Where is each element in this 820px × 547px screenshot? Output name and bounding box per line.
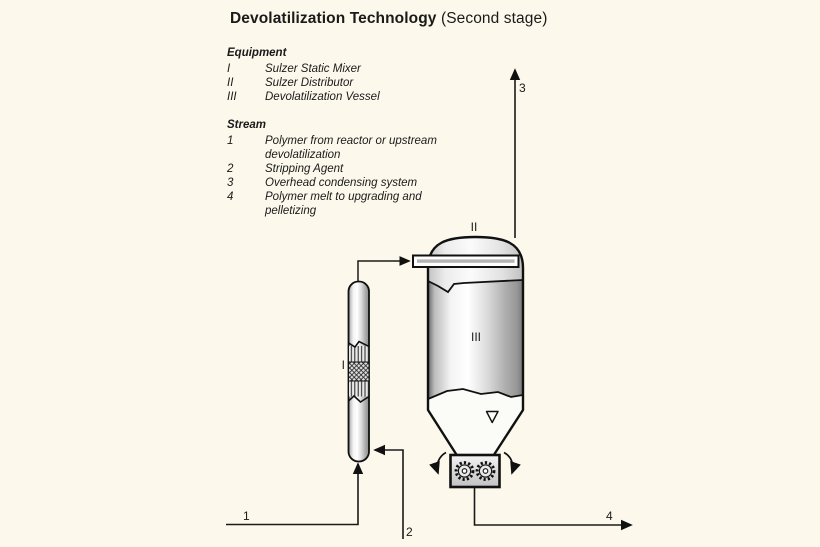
packing-vertical-top xyxy=(349,346,369,362)
equipment-label: Sulzer Static Mixer xyxy=(265,63,361,75)
equipment-label: Devolatilization Vessel xyxy=(265,91,380,103)
packing-top-edge xyxy=(349,340,369,349)
devolatilization-vessel: III II xyxy=(426,220,525,457)
stream-code: 3 xyxy=(227,177,234,189)
stream-code: 4 xyxy=(227,191,234,203)
stream-legend: Stream 1 Polymer from reactor or upstrea… xyxy=(227,118,461,218)
legend-row-stream-1: 1 Polymer from reactor or upstream devol… xyxy=(227,134,461,162)
title-suffix: (Second stage) xyxy=(436,10,548,27)
stream-1-feed-line: 1 xyxy=(226,462,364,526)
stream-code: 1 xyxy=(227,135,234,147)
pump-rotation-arrow-right xyxy=(503,451,521,475)
gear-pump xyxy=(429,451,521,489)
melt-level-line xyxy=(428,388,523,400)
stream-1-number: 1 xyxy=(243,509,250,523)
stream-4-pipe-line xyxy=(473,488,633,531)
legend-row-stream-2: 2 Stripping Agent xyxy=(227,162,461,176)
legend-row-stream-3: 3 Overhead condensing system xyxy=(227,176,461,190)
mixer-packing xyxy=(349,340,369,404)
pump-rotation-arrow-left xyxy=(429,451,447,475)
stream-4-melt-line: 4 xyxy=(473,488,633,531)
packing-vertical-bottom xyxy=(349,381,369,397)
column-to-distributor-line xyxy=(357,256,411,281)
legend-row-stream-4: 4 Polymer melt to upgrading and pelletiz… xyxy=(227,190,461,218)
stream-1-pipe-line xyxy=(226,462,364,526)
equipment-label: Sulzer Distributor xyxy=(265,77,354,89)
legend-row-equipment-3: III Devolatilization Vessel xyxy=(227,90,380,104)
stream-4-number: 4 xyxy=(606,509,613,523)
figure-title: Devolatilization Technology (Second stag… xyxy=(230,10,547,28)
transfer-line xyxy=(357,256,411,281)
stream-label: Polymer from reactor or upstream devolat… xyxy=(265,135,437,161)
stream-3-number: 3 xyxy=(519,81,526,95)
vessel-label: III xyxy=(471,330,481,344)
stream-3-overhead-line: 3 xyxy=(509,68,526,238)
stream-label: Polymer melt to upgrading and pelletizin… xyxy=(265,191,422,217)
distributor-label: II xyxy=(471,220,478,234)
packing-bottom-edge xyxy=(349,394,369,404)
equipment-code: II xyxy=(227,77,234,89)
stream-label: Stripping Agent xyxy=(265,163,344,175)
vessel-head-seam xyxy=(428,279,523,294)
stream-code: 2 xyxy=(227,163,234,175)
vessel-outline xyxy=(426,235,525,457)
distributor-tube-core xyxy=(417,259,515,263)
pump-gear-right xyxy=(475,461,496,481)
static-mixer-column: I xyxy=(342,280,370,463)
legend-row-equipment-1: I Sulzer Static Mixer xyxy=(227,62,380,76)
equipment-heading: Equipment xyxy=(227,47,287,59)
packing-divider xyxy=(349,361,369,382)
stream-2-number: 2 xyxy=(406,525,413,539)
level-indicator-icon xyxy=(485,410,499,424)
distributor-pipe xyxy=(412,254,520,268)
stream-2-stripping-line: 2 xyxy=(373,444,413,539)
title-main: Devolatilization Technology xyxy=(230,10,437,27)
stream-2-pipe-line xyxy=(373,444,404,539)
stream-label: Overhead condensing system xyxy=(265,177,418,189)
packing-crosshatch xyxy=(349,362,369,381)
vessel-cylinder-shading xyxy=(428,280,523,399)
pump-gear-left xyxy=(454,461,475,481)
equipment-legend: Equipment I Sulzer Static Mixer II Sulze… xyxy=(227,46,380,104)
equipment-code: I xyxy=(227,63,231,75)
vessel-melt-pool xyxy=(428,389,523,456)
equipment-code: III xyxy=(227,91,237,103)
stream-heading: Stream xyxy=(227,119,266,131)
mixer-label: I xyxy=(342,358,345,372)
legend-row-equipment-2: II Sulzer Distributor xyxy=(227,76,380,90)
